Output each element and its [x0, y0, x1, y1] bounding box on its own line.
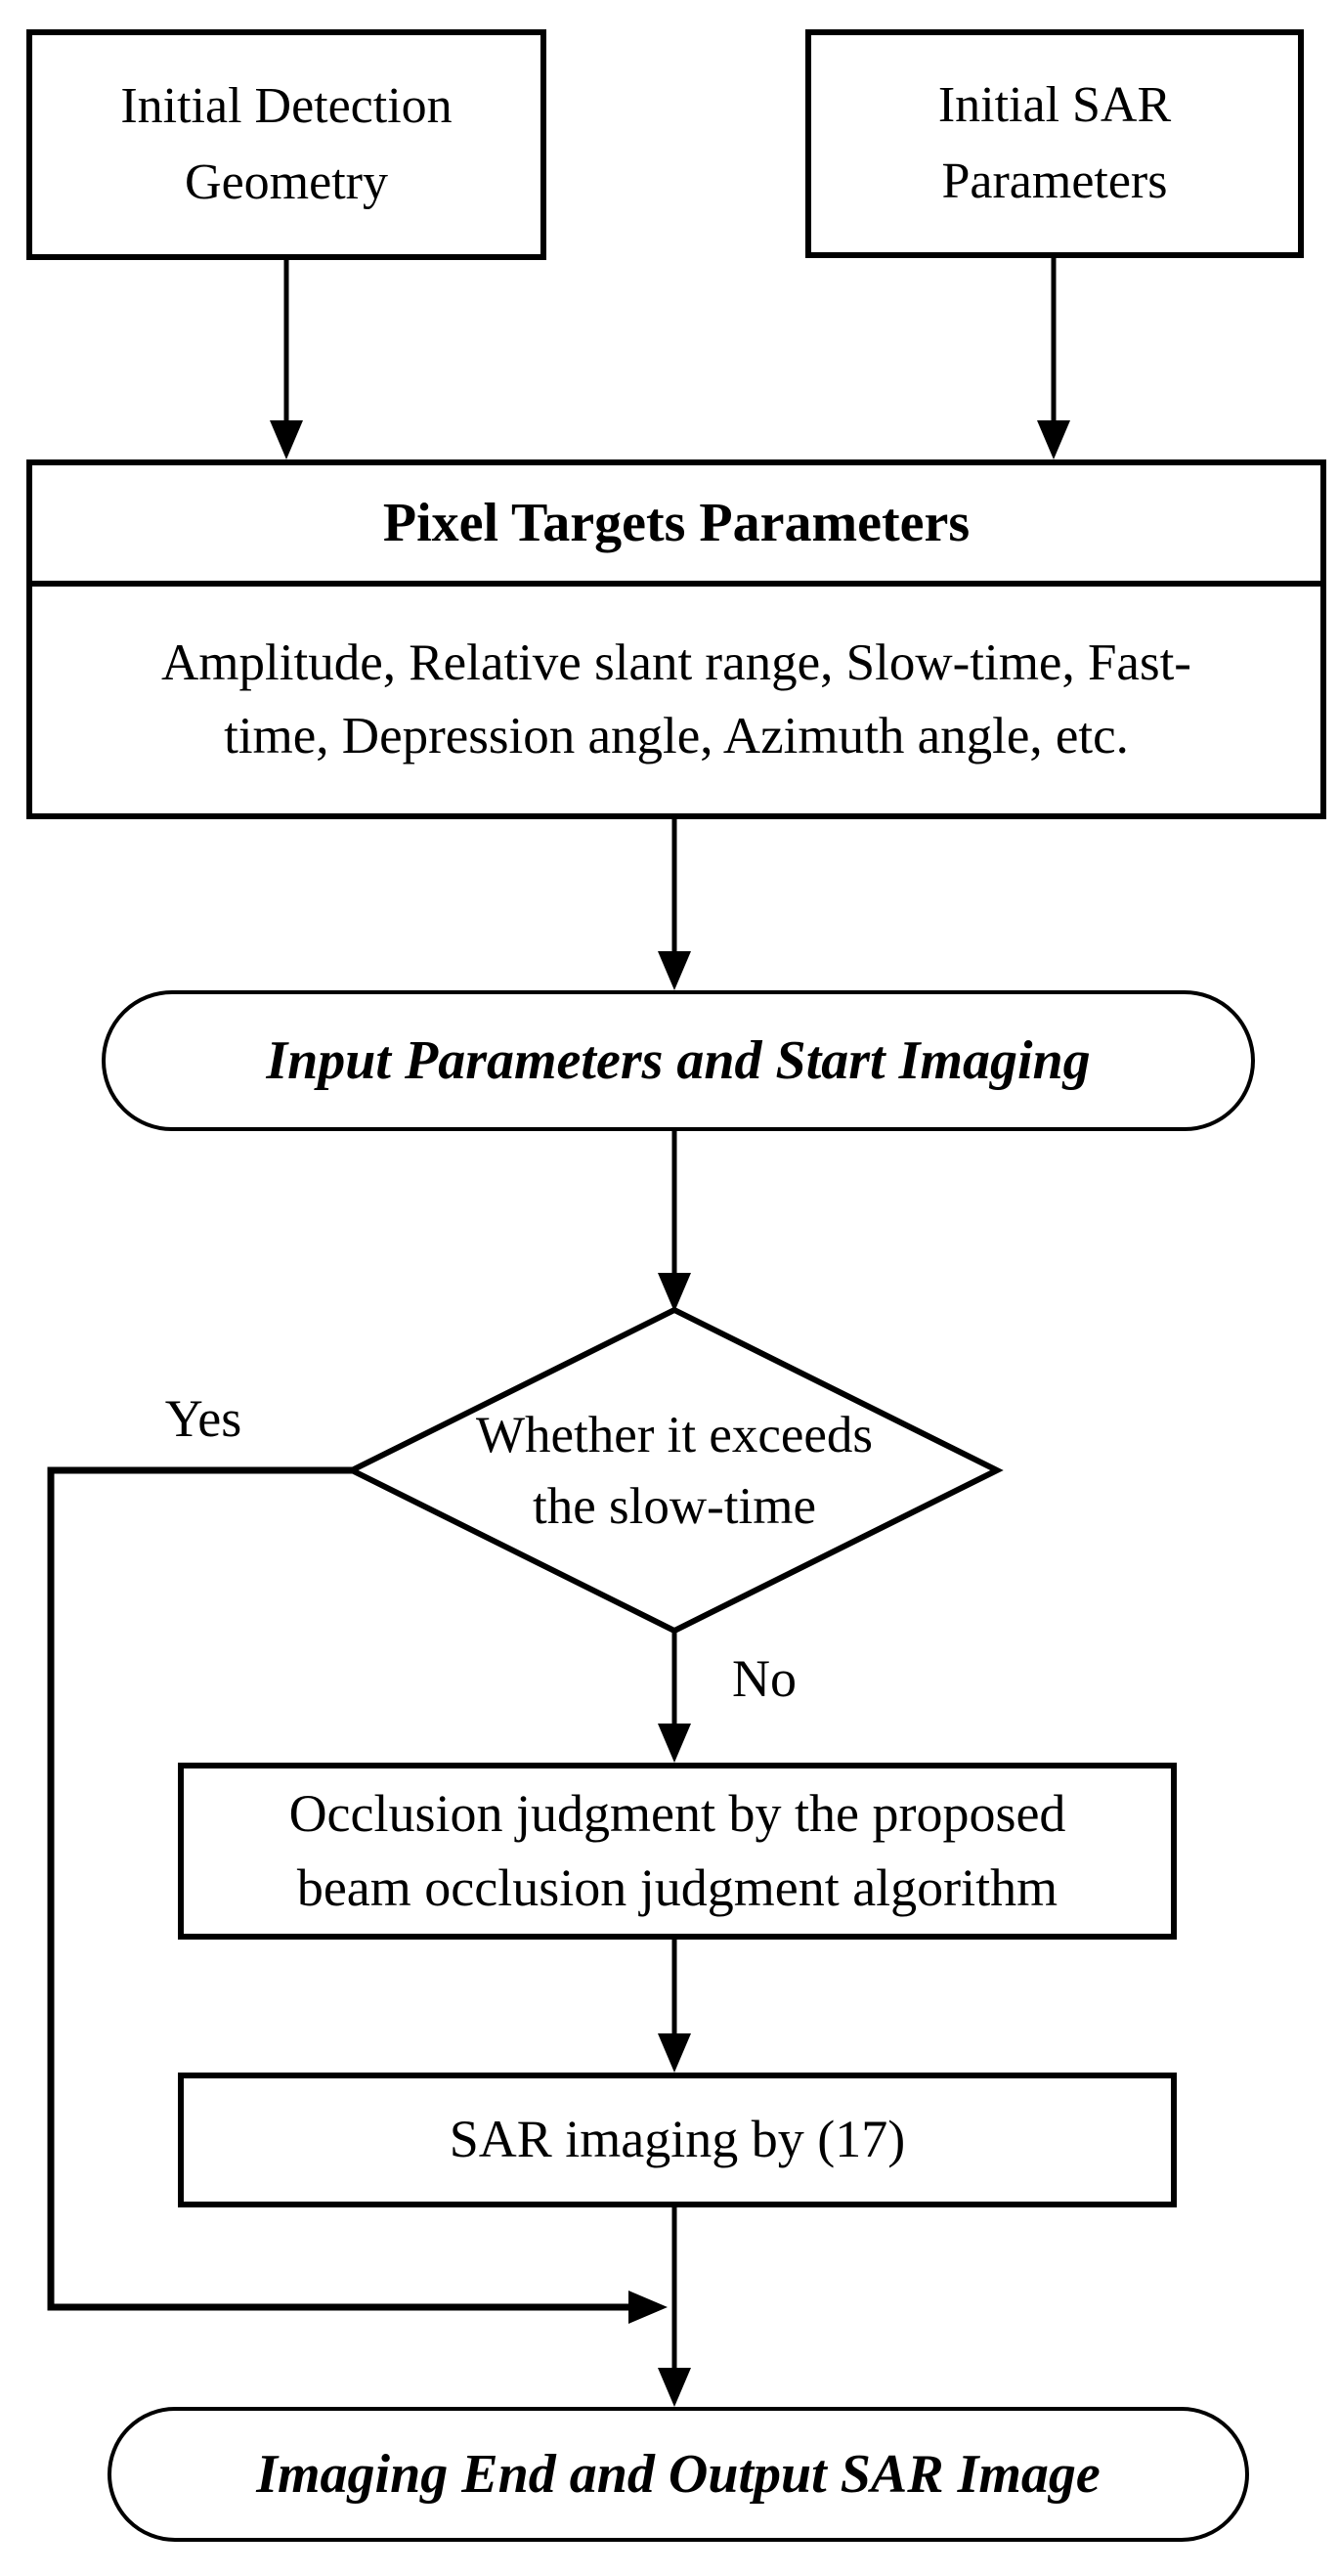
node-occlusion-judgment: Occlusion judgment by the proposed beam …: [178, 1763, 1177, 1940]
arrowhead-sar-to-pixel: [1037, 420, 1070, 459]
yes-branch-line: [47, 1466, 630, 2311]
node-text-line: Whether it exceeds: [475, 1407, 874, 1463]
arrowhead-occlusion-to-sar: [658, 2033, 691, 2073]
arrowhead-decision-to-occlusion: [658, 1724, 691, 1763]
decision-diamond-label: Whether it exceeds the slow-time: [352, 1400, 997, 1543]
node-text-line: SAR imaging by (17): [449, 2110, 906, 2169]
node-input-parameters-start-imaging: Input Parameters and Start Imaging: [102, 990, 1255, 1131]
pixel-targets-body: Amplitude, Relative slant range, Slow-ti…: [32, 587, 1320, 813]
arrowhead-geometry-to-pixel: [270, 420, 303, 459]
node-imaging-end-output: Imaging End and Output SAR Image: [108, 2407, 1249, 2542]
node-sar-imaging: SAR imaging by (17): [178, 2073, 1177, 2207]
node-initial-sar-parameters: Initial SAR Parameters: [805, 29, 1304, 258]
node-text-line: Occlusion judgment by the proposed: [288, 1783, 1066, 1843]
edge-label-yes: Yes: [164, 1389, 242, 1448]
node-text-line: Imaging End and Output SAR Image: [256, 2444, 1101, 2505]
arrowhead-start-to-decision: [658, 1273, 691, 1312]
pixel-targets-header: Pixel Targets Parameters: [32, 465, 1320, 587]
arrowhead-pixel-to-start: [658, 951, 691, 990]
node-pixel-targets-parameters: Pixel Targets Parameters Amplitude, Rela…: [26, 459, 1326, 819]
node-text-line: Initial SAR: [937, 77, 1172, 133]
node-text-line: beam occlusion judgment algorithm: [296, 1857, 1058, 1917]
arrowhead-sar-to-end: [658, 2368, 691, 2407]
node-initial-detection-geometry: Initial Detection Geometry: [26, 29, 546, 260]
node-text-line: Geometry: [185, 154, 388, 210]
node-text-line: Initial Detection: [120, 78, 453, 134]
node-text-line: the slow-time: [533, 1478, 816, 1536]
node-text-line: time, Depression angle, Azimuth angle, e…: [224, 708, 1129, 764]
arrowhead-yes-branch: [628, 2291, 668, 2324]
node-text-line: Parameters: [941, 153, 1168, 209]
node-text-line: Input Parameters and Start Imaging: [266, 1030, 1091, 1091]
edge-label-no: No: [732, 1649, 797, 1708]
node-text-line: Amplitude, Relative slant range, Slow-ti…: [161, 633, 1191, 691]
